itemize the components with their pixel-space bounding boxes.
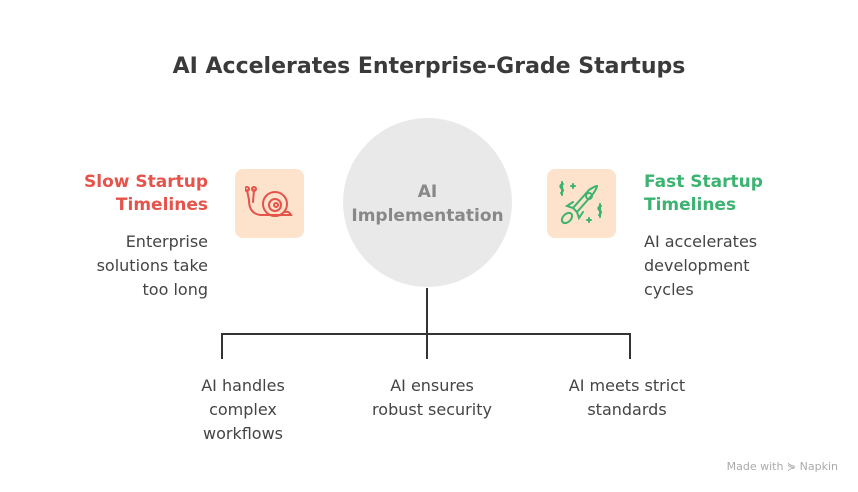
branch-drop-1 bbox=[221, 333, 223, 359]
napkin-watermark: Made with ⋟ Napkin bbox=[726, 460, 838, 473]
branch-text-3: AI meets strict standards bbox=[527, 374, 727, 422]
center-circle bbox=[343, 118, 512, 287]
center-label: AI Implementation bbox=[330, 180, 525, 228]
slow-body: Enterprise solutions take too long bbox=[97, 230, 208, 302]
branch3-line: AI meets strict bbox=[568, 376, 686, 395]
center-line2: Implementation bbox=[351, 206, 504, 226]
fast-heading-1: Fast Startup bbox=[644, 172, 763, 192]
branch1-line: complex bbox=[209, 400, 277, 419]
slow-body-3: too long bbox=[142, 280, 208, 299]
fast-heading-2: Timelines bbox=[644, 195, 737, 215]
branch3-line: standards bbox=[587, 400, 667, 419]
slow-heading-2: Timelines bbox=[115, 195, 208, 215]
center-line1: AI bbox=[417, 182, 438, 202]
branch1-line: workflows bbox=[202, 424, 283, 443]
branch-drop-2 bbox=[426, 333, 428, 359]
branch-drop-3 bbox=[629, 333, 631, 359]
branch-text-2: AI ensures robust security bbox=[332, 374, 532, 422]
rocket-icon bbox=[547, 169, 616, 238]
fast-body-3: cycles bbox=[644, 280, 694, 299]
slow-body-1: Enterprise bbox=[125, 232, 208, 251]
fast-body-1: AI accelerates bbox=[644, 232, 758, 251]
slow-heading: Slow Startup Timelines bbox=[84, 171, 208, 217]
slow-heading-1: Slow Startup bbox=[84, 172, 208, 192]
branch-text-1: AI handles complex workflows bbox=[143, 374, 343, 446]
diagram-title: AI Accelerates Enterprise-Grade Startups bbox=[172, 54, 686, 79]
snail-icon bbox=[235, 169, 304, 238]
fast-body: AI accelerates development cycles bbox=[644, 230, 757, 302]
branch2-line: robust security bbox=[372, 400, 492, 419]
slow-body-2: solutions take bbox=[96, 256, 208, 275]
fast-body-2: development bbox=[644, 256, 750, 275]
trunk-line bbox=[426, 288, 428, 335]
branch2-line: AI ensures bbox=[390, 376, 474, 395]
branch1-line: AI handles bbox=[201, 376, 285, 395]
fast-heading: Fast Startup Timelines bbox=[644, 171, 763, 217]
